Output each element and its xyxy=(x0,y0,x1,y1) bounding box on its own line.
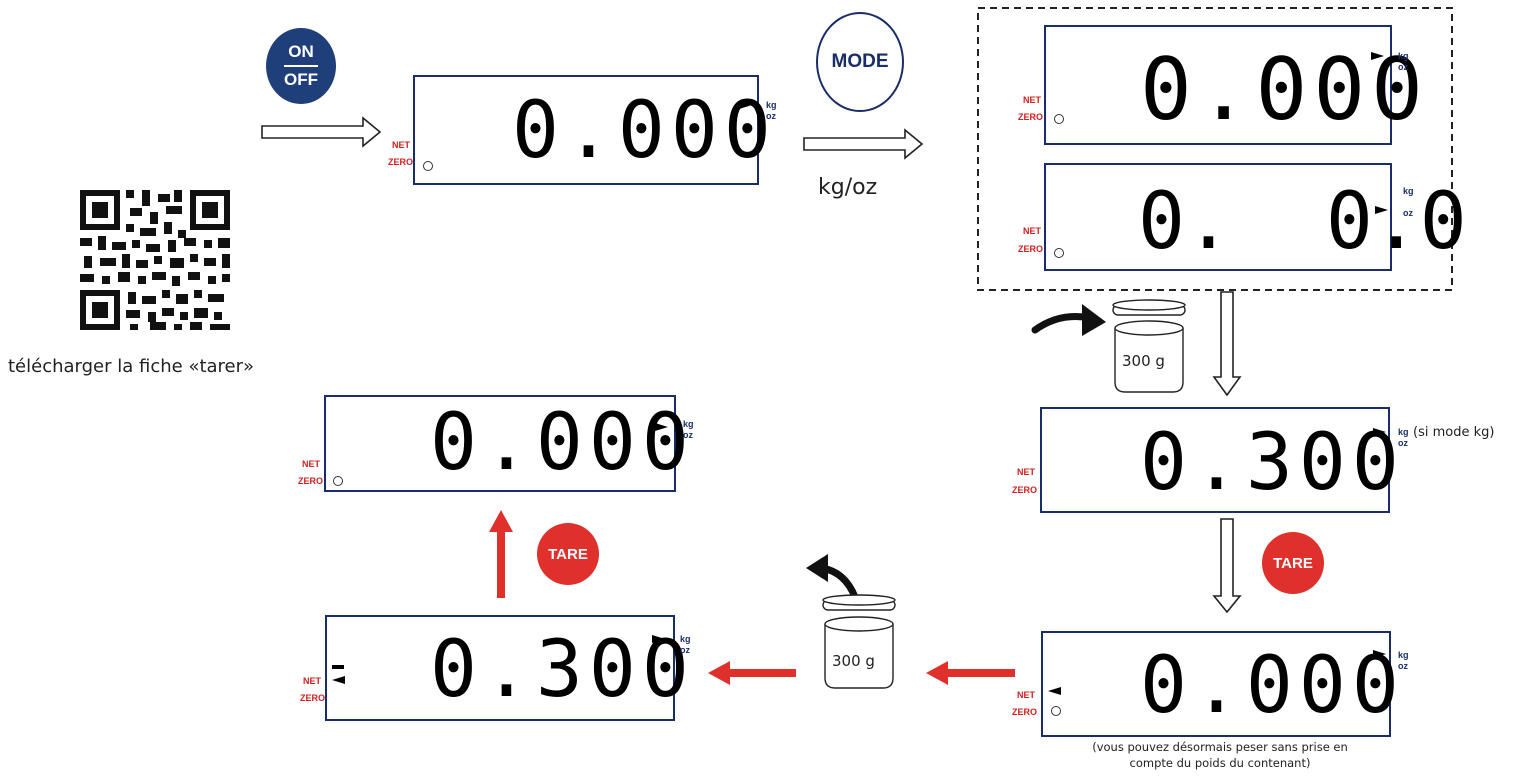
scale-display-1 xyxy=(413,75,759,185)
scale-display-2a xyxy=(1044,25,1392,145)
kg-pointer-icon xyxy=(1371,52,1384,60)
zero-label: ZERO xyxy=(1012,707,1038,717)
curved-arrow-icon-2 xyxy=(806,554,859,601)
note-line-2: compte du poids du contenant) xyxy=(1129,756,1311,770)
scale-display-6 xyxy=(324,395,676,492)
display-2b-value: 0. 0.0 xyxy=(1138,177,1467,267)
weight-label-2: 300 g xyxy=(832,652,875,670)
zero-label: ZERO xyxy=(300,693,326,703)
qr-code-icon xyxy=(78,188,234,334)
display-5-value: 0.300 xyxy=(430,625,695,715)
net-label: NET xyxy=(303,676,321,686)
scale-display-5 xyxy=(325,615,675,721)
net-pointer-icon xyxy=(1048,687,1061,695)
curved-arrow-icon-1 xyxy=(1031,304,1106,336)
hollow-arrow-down-2 xyxy=(1212,518,1242,614)
tare-button-2[interactable]: TARE xyxy=(537,523,599,585)
kg-pointer-icon xyxy=(652,635,665,643)
zero-label: ZERO xyxy=(1018,244,1044,254)
zero-indicator-icon xyxy=(423,161,433,171)
on-off-button[interactable]: ON OFF xyxy=(266,28,336,104)
on-label: ON xyxy=(288,42,314,61)
hollow-arrow-right-2 xyxy=(803,128,924,160)
net-label: NET xyxy=(302,459,320,469)
zero-indicator-icon xyxy=(1054,248,1064,258)
net-label: NET xyxy=(1023,95,1041,105)
scale-display-4 xyxy=(1041,631,1391,737)
oz-pointer-icon xyxy=(1375,206,1388,214)
net-label: NET xyxy=(1017,690,1035,700)
display-6-value: 0.000 xyxy=(430,398,695,488)
net-label: NET xyxy=(1017,467,1035,477)
off-label: OFF xyxy=(284,70,318,89)
red-arrow-left-2 xyxy=(708,661,796,685)
display-3-value: 0.300 xyxy=(1140,418,1405,508)
zero-indicator-icon xyxy=(1051,706,1061,716)
kg-pointer-icon xyxy=(1373,650,1386,658)
display-1-value: 0.000 xyxy=(512,86,777,176)
net-label: NET xyxy=(1023,226,1041,236)
display-4-value: 0.000 xyxy=(1140,641,1405,731)
weight-label-1: 300 g xyxy=(1122,352,1165,370)
on-off-divider xyxy=(284,65,318,67)
scale-display-3 xyxy=(1040,407,1390,513)
zero-indicator-icon xyxy=(1054,114,1064,124)
note-line-1: (vous pouvez désormais peser sans prise … xyxy=(1092,740,1348,754)
zero-indicator-icon xyxy=(333,476,343,486)
red-arrow-left-1 xyxy=(926,661,1015,685)
kg-oz-caption: kg/oz xyxy=(818,175,878,200)
zero-label: ZERO xyxy=(298,476,324,486)
tare-button-1[interactable]: TARE xyxy=(1262,532,1324,594)
net-bar-icon xyxy=(332,665,344,669)
weight-container-icon-1 xyxy=(1112,299,1186,393)
net-pointer-icon xyxy=(332,676,345,684)
hollow-arrow-down-1 xyxy=(1212,291,1242,397)
red-arrow-up xyxy=(489,510,513,598)
zero-label: ZERO xyxy=(1012,485,1038,495)
mode-button[interactable]: MODE xyxy=(816,12,904,112)
qr-caption: télécharger la fiche «tarer» xyxy=(8,356,255,377)
kg-pointer-icon xyxy=(1373,428,1386,436)
si-mode-caption: (si mode kg) xyxy=(1413,425,1495,440)
weight-container-icon-2 xyxy=(822,594,896,689)
display-2a-value: 0.000 xyxy=(1140,40,1429,140)
kg-pointer-icon xyxy=(655,423,668,431)
scale-display-2b xyxy=(1044,163,1392,271)
dashed-group-box xyxy=(977,7,1453,291)
zero-label: ZERO xyxy=(388,157,414,167)
net-label: NET xyxy=(392,140,410,150)
hollow-arrow-right-1 xyxy=(261,116,382,148)
kg-pointer-icon xyxy=(739,101,752,109)
zero-label: ZERO xyxy=(1018,112,1044,122)
